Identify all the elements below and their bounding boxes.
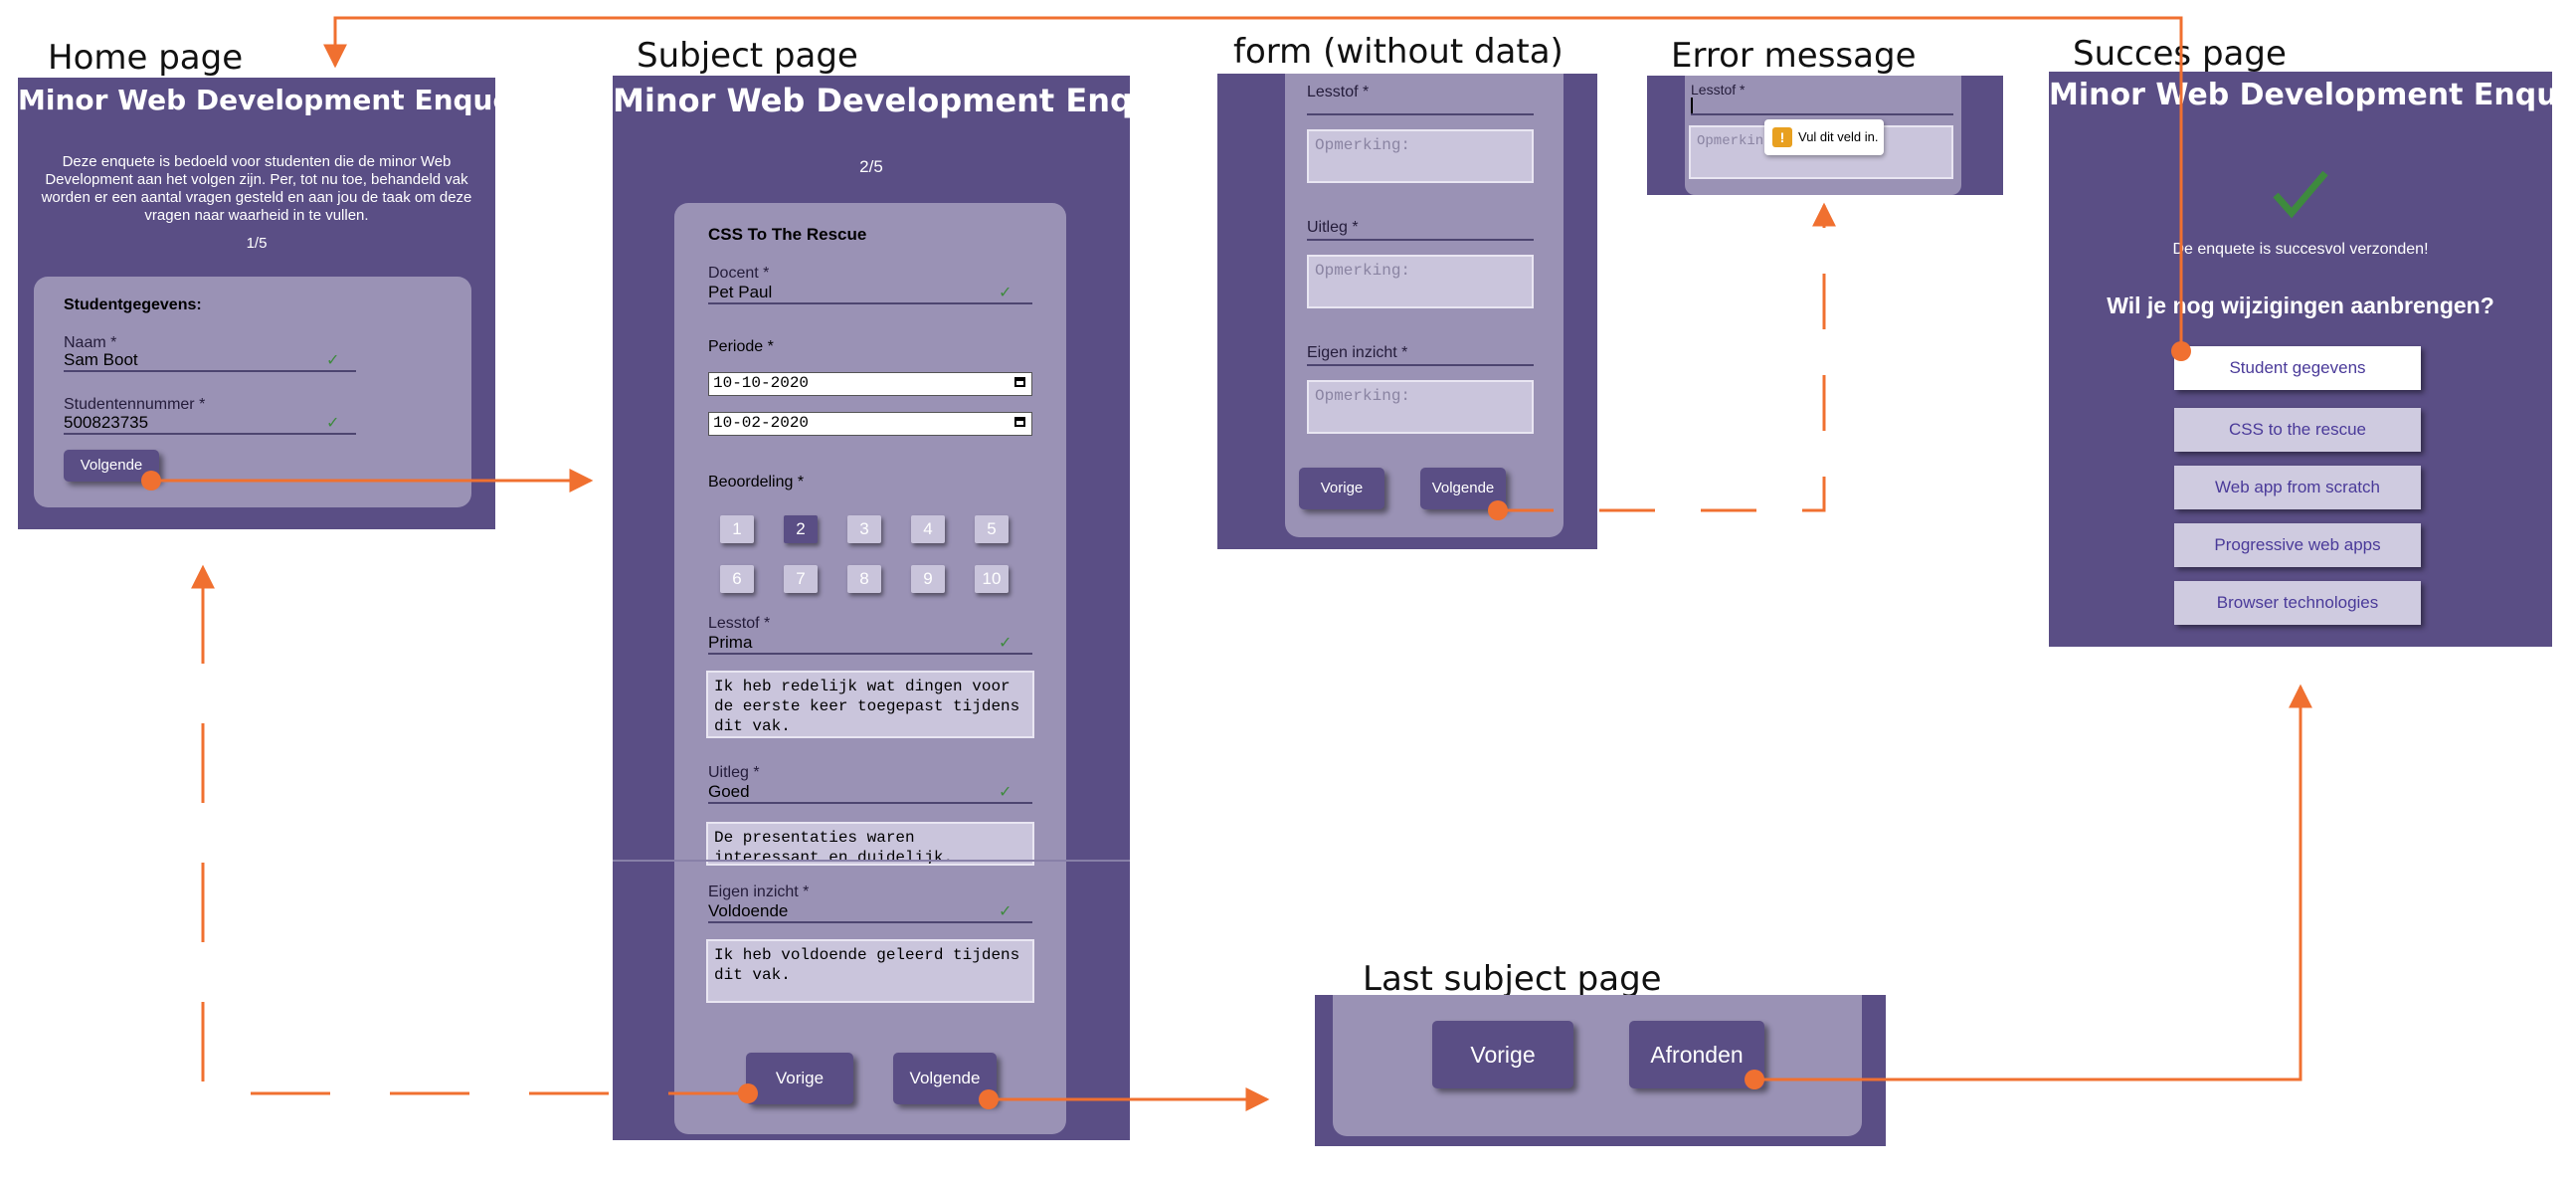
error-message-screen: Lesstof * Opmerking: ! Vul dit veld in. [1647, 76, 2003, 195]
app-title: Minor Web Development Enquete [2049, 78, 2552, 112]
caption-success-page: Succes page [2073, 34, 2287, 74]
course-title: CSS To The Rescue [708, 225, 867, 244]
explanation-field[interactable]: Goed [708, 782, 750, 801]
step-indicator: 1/5 [246, 235, 268, 252]
last-card: Vorige Afronden [1333, 995, 1862, 1136]
rating-button-2[interactable]: 2 [784, 515, 818, 543]
check-icon: ✓ [999, 285, 1012, 301]
material-comment-textarea[interactable]: Ik heb redelijk wat dingen voor de eerst… [706, 671, 1034, 738]
name-field[interactable]: Sam Boot [64, 350, 138, 369]
rating-button-7[interactable]: 7 [784, 565, 818, 593]
rating-button-5[interactable]: 5 [975, 515, 1009, 543]
material-label: Lesstof * [1691, 82, 1746, 98]
name-label: Naam * [64, 334, 117, 351]
rating-button-4[interactable]: 4 [911, 515, 945, 543]
flow-dot [1745, 1070, 1764, 1089]
date-to-input[interactable]: 10-02-2020 [708, 412, 1032, 436]
progressive-web-apps-button[interactable]: Progressive web apps [2174, 523, 2421, 567]
check-icon: ✓ [326, 352, 340, 369]
css-to-the-rescue-button[interactable]: CSS to the rescue [2174, 408, 2421, 452]
calendar-icon[interactable] [1014, 417, 1025, 427]
subject-card: CSS To The Rescue Docent * Pet Paul ✓ Pe… [613, 203, 1130, 1134]
next-button[interactable]: Volgende [893, 1053, 997, 1104]
validation-tooltip: ! Vul dit veld in. [1764, 119, 1884, 155]
tooltip-text: Vul dit veld in. [1798, 129, 1879, 144]
rating-button-9[interactable]: 9 [911, 565, 945, 593]
material-comment-textarea[interactable]: Opmerking: [1307, 129, 1534, 183]
check-icon: ✓ [999, 903, 1012, 920]
app-title: Minor Web Development Enquete [18, 84, 495, 116]
caption-form-without-data: form (without data) [1233, 32, 1564, 72]
screenshot-seam [613, 860, 1130, 862]
material-label: Lesstof * [1307, 84, 1370, 100]
student-card: Studentgegevens: Naam * Sam Boot ✓ Stude… [34, 277, 471, 507]
rating-label: Beoordeling * [708, 474, 805, 491]
finish-button[interactable]: Afronden [1629, 1021, 1764, 1088]
home-page-screen: Minor Web Development Enquete Deze enque… [18, 78, 495, 529]
browser-technologies-button[interactable]: Browser technologies [2174, 581, 2421, 625]
teacher-label: Docent * [708, 265, 770, 282]
student-number-label: Studentennummer * [64, 396, 206, 413]
rating-button-10[interactable]: 10 [975, 565, 1009, 593]
explanation-label: Uitleg * [708, 764, 760, 781]
arrow-last-to-success [1754, 684, 2312, 1081]
arrow-form-to-error [1498, 202, 1836, 512]
intro-text: Deze enquete is bedoeld voor studenten d… [41, 153, 472, 224]
previous-button[interactable]: Vorige [746, 1053, 853, 1104]
check-icon: ✓ [326, 415, 340, 432]
app-title: Minor Web Development Enquete [613, 82, 1130, 119]
section-title: Studentgegevens: [64, 296, 202, 313]
next-button[interactable]: Volgende [1420, 468, 1506, 509]
explanation-comment-textarea[interactable]: De presentaties waren interessant en dui… [706, 822, 1034, 866]
caption-subject-page: Subject page [637, 36, 858, 76]
calendar-icon[interactable] [1014, 377, 1025, 387]
step-indicator: 2/5 [859, 157, 883, 176]
caption-last-subject-page: Last subject page [1363, 959, 1662, 999]
arrow-subject-back-to-home [191, 564, 748, 1095]
confirmation-text: De enquete is succesvol verzonden! [2172, 241, 2429, 258]
previous-button[interactable]: Vorige [1299, 468, 1384, 509]
material-label: Lesstof * [708, 615, 771, 632]
rating-button-6[interactable]: 6 [720, 565, 754, 593]
student-number-field[interactable]: 500823735 [64, 413, 149, 432]
arrow-success-to-home [323, 16, 2183, 351]
flow-dot [979, 1089, 999, 1109]
form-without-data-screen: Lesstof * Opmerking: Uitleg * Opmerking:… [1217, 74, 1597, 549]
last-subject-page-screen: Vorige Afronden [1315, 995, 1886, 1146]
insight-comment-textarea[interactable]: Opmerking: [1307, 380, 1534, 434]
student-data-button[interactable]: Student gegevens [2174, 346, 2421, 390]
material-field[interactable]: Prima [708, 633, 753, 652]
flow-dot [141, 471, 161, 491]
change-question: Wil je nog wijzigingen aanbrengen? [2107, 293, 2494, 318]
date-from-input[interactable]: 10-10-2020 [708, 372, 1032, 396]
text-cursor [1691, 98, 1693, 113]
success-check-icon [2273, 170, 2328, 219]
caption-home-page: Home page [48, 38, 244, 78]
check-icon: ✓ [999, 635, 1012, 652]
flow-dot [2171, 341, 2191, 361]
insight-label: Eigen inzicht * [1307, 344, 1408, 361]
subject-page-screen: Minor Web Development Enquete 2/5 CSS To… [613, 76, 1130, 1140]
rating-button-1[interactable]: 1 [720, 515, 754, 543]
warning-icon: ! [1772, 127, 1792, 147]
rating-button-3[interactable]: 3 [847, 515, 881, 543]
rating-button-8[interactable]: 8 [847, 565, 881, 593]
flow-dot [738, 1083, 758, 1103]
flow-dot [1488, 500, 1508, 520]
period-label: Periode * [708, 338, 774, 355]
insight-label: Eigen inzicht * [708, 884, 810, 900]
insight-field[interactable]: Voldoende [708, 901, 789, 920]
check-icon: ✓ [999, 784, 1012, 801]
insight-comment-textarea[interactable]: Ik heb voldoende geleerd tijdens dit vak… [706, 939, 1034, 1003]
web-app-from-scratch-button[interactable]: Web app from scratch [2174, 466, 2421, 509]
teacher-field[interactable]: Pet Paul [708, 283, 773, 301]
explanation-comment-textarea[interactable]: Opmerking: [1307, 255, 1534, 308]
caption-error-message: Error message [1671, 36, 1917, 76]
previous-button[interactable]: Vorige [1432, 1021, 1573, 1088]
form-card: Lesstof * Opmerking: Uitleg * Opmerking:… [1285, 74, 1564, 537]
explanation-label: Uitleg * [1307, 219, 1359, 236]
